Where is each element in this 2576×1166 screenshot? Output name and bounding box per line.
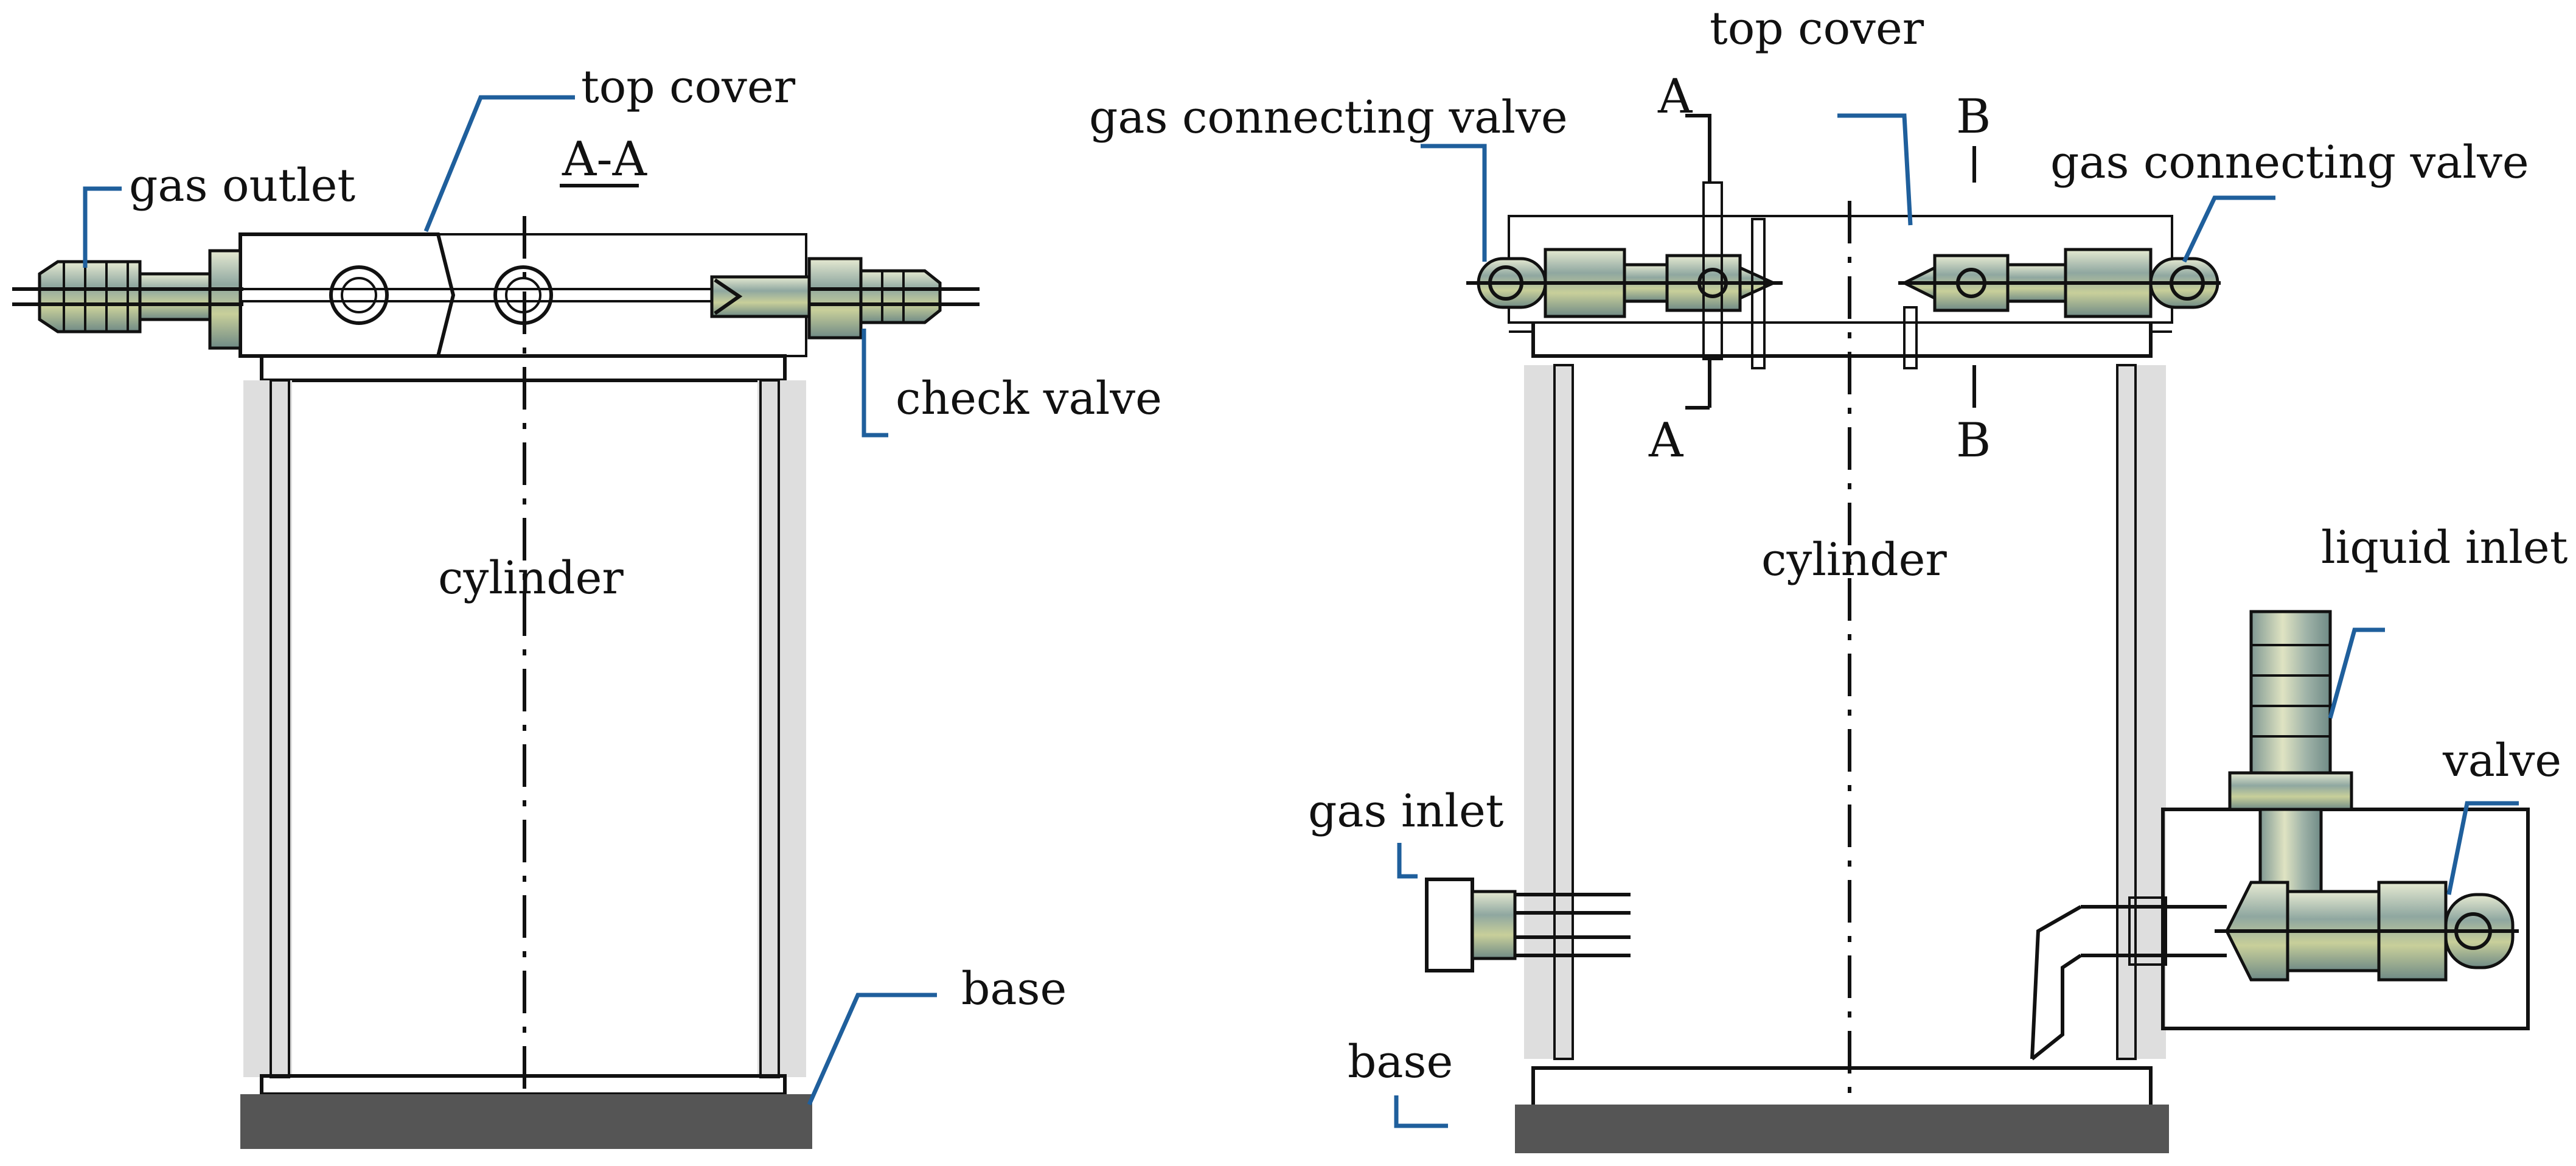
section-mark-b-top: B xyxy=(1956,89,1991,144)
left-label-check-valve: check valve xyxy=(896,372,1162,425)
right-label-gas-connecting-valve-right: gas connecting valve xyxy=(2050,136,2529,189)
left-cylinder-wall-left xyxy=(243,380,292,1077)
left-view: top cover A-A gas outlet check valve cyl… xyxy=(12,61,1162,1149)
right-label-gas-connecting-valve-left: gas connecting valve xyxy=(1089,91,1568,144)
left-port-circle-1-inner xyxy=(341,277,377,313)
left-cylinder-wall-right xyxy=(757,380,806,1077)
right-cylinder-wall-left xyxy=(1524,365,1573,1059)
liquid-inlet-valve-block xyxy=(2030,610,2530,1061)
section-mark-a-bottom: A xyxy=(1648,413,1684,468)
gas-inlet-fitting xyxy=(1425,878,1631,972)
left-label-top-cover: top cover xyxy=(581,61,796,113)
right-label-valve: valve xyxy=(2442,735,2561,787)
right-label-liquid-inlet: liquid inlet xyxy=(2321,522,2568,574)
right-gas-connecting-valve xyxy=(1898,248,2221,369)
left-gas-connecting-valve xyxy=(1466,181,1783,369)
right-base xyxy=(1515,1105,2169,1153)
left-base xyxy=(240,1094,812,1149)
left-port-circle-1 xyxy=(329,265,389,325)
right-label-top-cover: top cover xyxy=(1710,2,1924,55)
right-base-plate xyxy=(1531,1066,2153,1105)
section-mark-a-top: A xyxy=(1657,69,1693,124)
gas-outlet-fitting xyxy=(12,249,243,350)
left-label-gas-outlet: gas outlet xyxy=(129,159,355,212)
right-cover-flange xyxy=(1531,323,2153,358)
right-label-gas-inlet: gas inlet xyxy=(1308,785,1504,837)
left-section-label: A-A xyxy=(562,132,648,187)
right-cylinder-wall-right xyxy=(2117,365,2166,1059)
left-label-base: base xyxy=(961,963,1067,1015)
right-label-base: base xyxy=(1348,1036,1453,1088)
right-label-cylinder: cylinder xyxy=(1761,534,1947,586)
section-mark-b-bottom: B xyxy=(1956,413,1991,468)
check-valve-fitting xyxy=(710,257,980,340)
left-top-cover-section xyxy=(238,232,456,358)
right-view: top cover gas connecting valve gas conne… xyxy=(1089,2,2568,1153)
left-label-cylinder: cylinder xyxy=(438,552,624,604)
